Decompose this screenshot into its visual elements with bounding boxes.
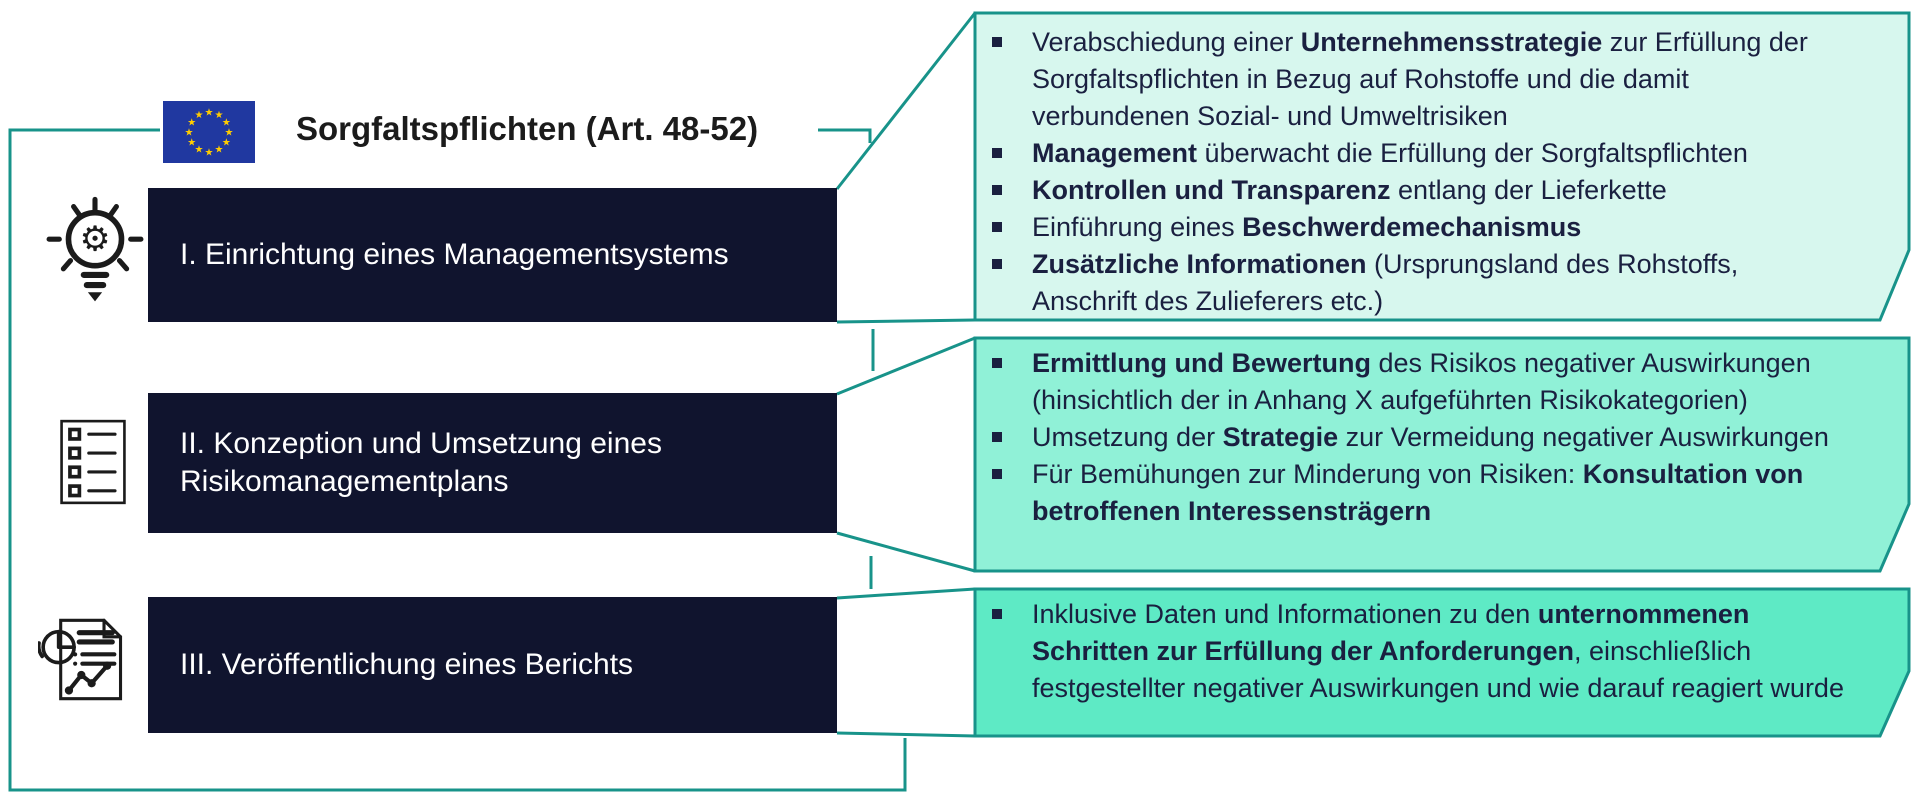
bullet-square-icon xyxy=(992,259,1002,269)
eu-star-icon: ★ xyxy=(215,110,224,121)
bullet-square-icon xyxy=(992,185,1002,195)
bullet-text-bold: Zusätzliche Informationen xyxy=(1032,249,1367,279)
funnel-3-bottom-line xyxy=(836,731,976,738)
page-title: Sorgfaltspflichten (Art. 48-52) xyxy=(296,110,759,147)
callout-1-list: Verabschiedung einer Unternehmensstrateg… xyxy=(975,24,1842,320)
title-connector-line xyxy=(818,128,872,143)
lightbulb-gear-icon: ⚙ xyxy=(44,196,146,314)
bullet-square-icon xyxy=(992,469,1002,479)
bullet-item: Kontrollen und Transparenz entlang der L… xyxy=(975,172,1842,209)
bullet-text: zur Erfüllung der Sorgfaltspflichten in … xyxy=(1032,27,1808,131)
bullet-item: Zusätzliche Informationen (Ursprungsland… xyxy=(975,246,1842,320)
callout-box-2 xyxy=(973,336,1911,573)
bullet-text: des Risikos negativer Auswirkungen (hins… xyxy=(1032,348,1811,415)
eu-star-icon: ★ xyxy=(187,117,196,128)
bullet-text-bold: Kontrollen und Transparenz xyxy=(1032,175,1391,205)
bullet-item: Einführung eines Beschwerdemechanismus xyxy=(975,209,1842,246)
callout-2-list: Ermittlung und Bewertung des Risikos neg… xyxy=(975,345,1872,530)
bullet-item: Umsetzung der Strategie zur Vermeidung n… xyxy=(975,419,1872,456)
bullet-square-icon xyxy=(992,37,1002,47)
step-box-1: I. Einrichtung eines Managementsystems xyxy=(148,188,837,322)
callout-2-content: Ermittlung und Bewertung des Risikos neg… xyxy=(975,338,1912,571)
callout-box-1 xyxy=(973,11,1911,322)
bullet-text: (Ursprungsland des Rohstoffs, Anschrift … xyxy=(1032,249,1739,316)
eu-flag-stars: ★★★★★★★★★★★★ xyxy=(185,107,234,158)
bullet-item: Verabschiedung einer Unternehmensstrateg… xyxy=(975,24,1842,135)
funnel-1-top-line xyxy=(835,12,977,190)
bullet-text: zur Vermeidung negativer Auswirkungen xyxy=(1338,422,1829,452)
eu-star-icon: ★ xyxy=(205,147,214,158)
funnel-3-top-line xyxy=(836,587,976,600)
callout-box-3 xyxy=(973,587,1911,738)
funnel-1-bottom-line xyxy=(836,318,976,324)
checklist-icon xyxy=(58,418,128,506)
bullet-square-icon xyxy=(992,358,1002,368)
bullet-text-bold: Beschwerdemechanismus xyxy=(1242,212,1582,242)
funnel-2-top-line xyxy=(836,336,976,396)
callout-1-content: Verabschiedung einer Unternehmensstrateg… xyxy=(975,13,1912,320)
bullet-square-icon xyxy=(992,432,1002,442)
callout-3-content: Inklusive Daten und Informationen zu den… xyxy=(975,589,1912,736)
eu-star-icon: ★ xyxy=(185,127,194,138)
bracket-line xyxy=(8,128,907,792)
bullet-item: Management überwacht die Erfüllung der S… xyxy=(975,135,1842,172)
bullet-text: Einführung eines xyxy=(1032,212,1243,242)
bullet-text: Verabschiedung einer xyxy=(1032,27,1301,57)
callout-3-list: Inklusive Daten und Informationen zu den… xyxy=(975,596,1866,707)
eu-star-icon: ★ xyxy=(187,137,196,148)
bullet-item: Inklusive Daten und Informationen zu den… xyxy=(975,596,1866,707)
funnel-2-bottom-line xyxy=(836,531,976,573)
eu-star-icon: ★ xyxy=(222,117,231,128)
eu-star-icon: ★ xyxy=(225,127,234,138)
bullet-text-bold: unternommenen Schritten zur Erfüllung de… xyxy=(1032,599,1750,666)
bullet-text: überwacht die Erfüllung der Sorgfaltspfl… xyxy=(1197,138,1748,168)
svg-text:⚙: ⚙ xyxy=(79,219,110,259)
bullet-text: Für Bemühungen zur Minderung von Risiken… xyxy=(1032,459,1583,489)
eu-star-icon: ★ xyxy=(222,137,231,148)
step-box-3: III. Veröffentlichung eines Berichts xyxy=(148,597,837,733)
step-box-2: II. Konzeption und Umsetzung eines Risik… xyxy=(148,393,837,533)
bullet-text-bold: Ermittlung und Bewertung xyxy=(1032,348,1371,378)
bullet-square-icon xyxy=(992,148,1002,158)
bullet-square-icon xyxy=(992,222,1002,232)
bullet-item: Ermittlung und Bewertung des Risikos neg… xyxy=(975,345,1872,419)
eu-star-icon: ★ xyxy=(205,107,214,118)
eu-star-icon: ★ xyxy=(215,145,224,156)
report-chart-icon xyxy=(38,610,136,708)
bullet-text-bold: Management xyxy=(1032,138,1198,168)
eu-star-icon: ★ xyxy=(195,145,204,156)
bullet-square-icon xyxy=(992,609,1002,619)
bullet-text: Umsetzung der xyxy=(1032,422,1223,452)
bullet-text: entlang der Lieferkette xyxy=(1390,175,1667,205)
bullet-item: Für Bemühungen zur Minderung von Risiken… xyxy=(975,456,1872,530)
eu-star-icon: ★ xyxy=(195,110,204,121)
bullet-text: , einschließlich festgestellter negative… xyxy=(1032,636,1844,703)
eu-flag-icon: ★★★★★★★★★★★★ xyxy=(163,101,255,163)
bullet-text-bold: Konsultation von betroffenen Interessens… xyxy=(1032,459,1804,526)
bullet-text-bold: Unternehmensstrategie xyxy=(1300,27,1603,57)
bullet-text-bold: Strategie xyxy=(1222,422,1339,452)
bullet-text: Inklusive Daten und Informationen zu den xyxy=(1032,599,1538,629)
